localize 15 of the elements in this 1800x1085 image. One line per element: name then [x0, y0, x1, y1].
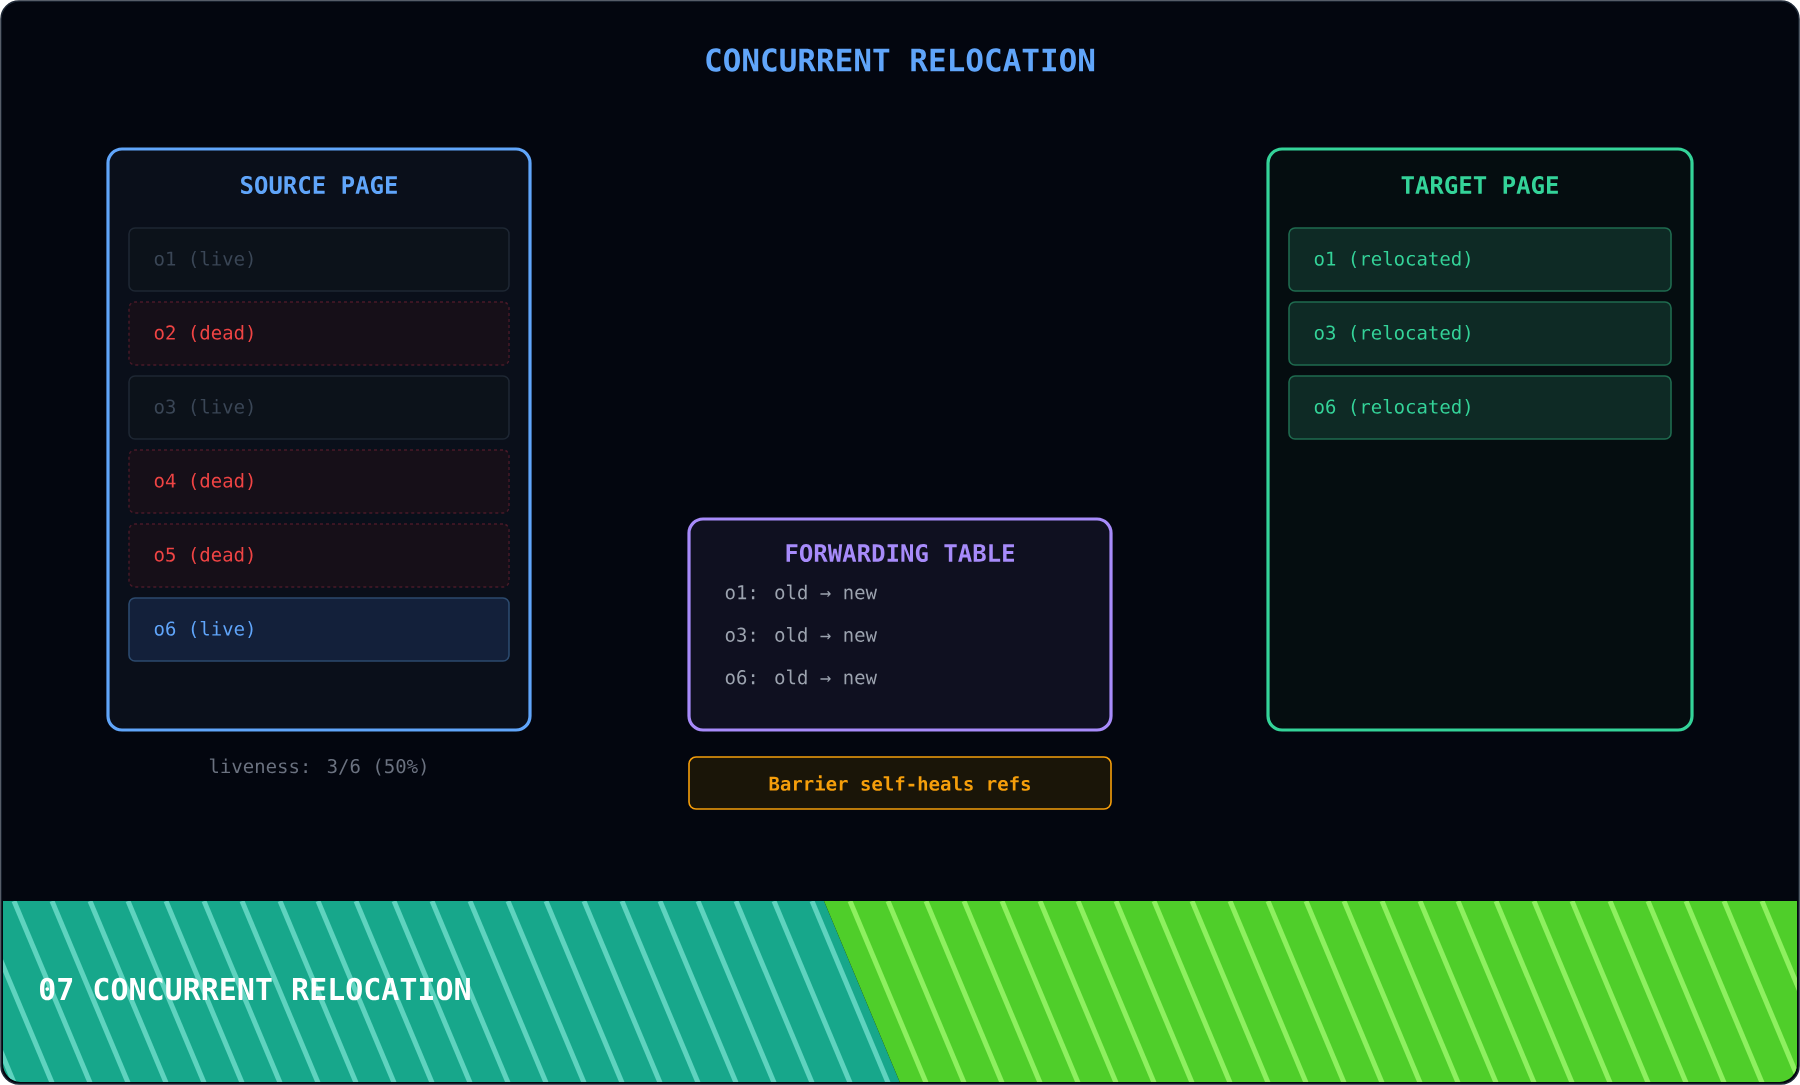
object-slot: o5 (dead) — [128, 523, 510, 588]
object-slot: o1 (relocated) — [1288, 227, 1672, 292]
note-box: Barrier self-heals refs — [688, 756, 1112, 810]
footer-banner: 07 CONCURRENT RELOCATION — [3, 901, 1797, 1082]
object-slot: o4 (dead) — [128, 449, 510, 514]
table-panel: FORWARDING TABLE o1: old → new o3: old → new o6: old → new — [687, 517, 1113, 732]
caption-text: liveness: 3/6 (50%) — [209, 758, 426, 776]
object-slot: o6 (live) — [128, 597, 510, 662]
object-slot: o2 (dead) — [128, 301, 510, 366]
title: CONCURRENT RELOCATION — [706, 48, 1095, 72]
object-slot: o6 (relocated) — [1288, 375, 1672, 440]
node-label: 07 CONCURRENT RELOCATION — [40, 977, 470, 1001]
object-slot: o1 (live) — [128, 227, 510, 292]
object-slot: o3 (live) — [128, 375, 510, 440]
object-slot: o3 (relocated) — [1288, 301, 1672, 366]
